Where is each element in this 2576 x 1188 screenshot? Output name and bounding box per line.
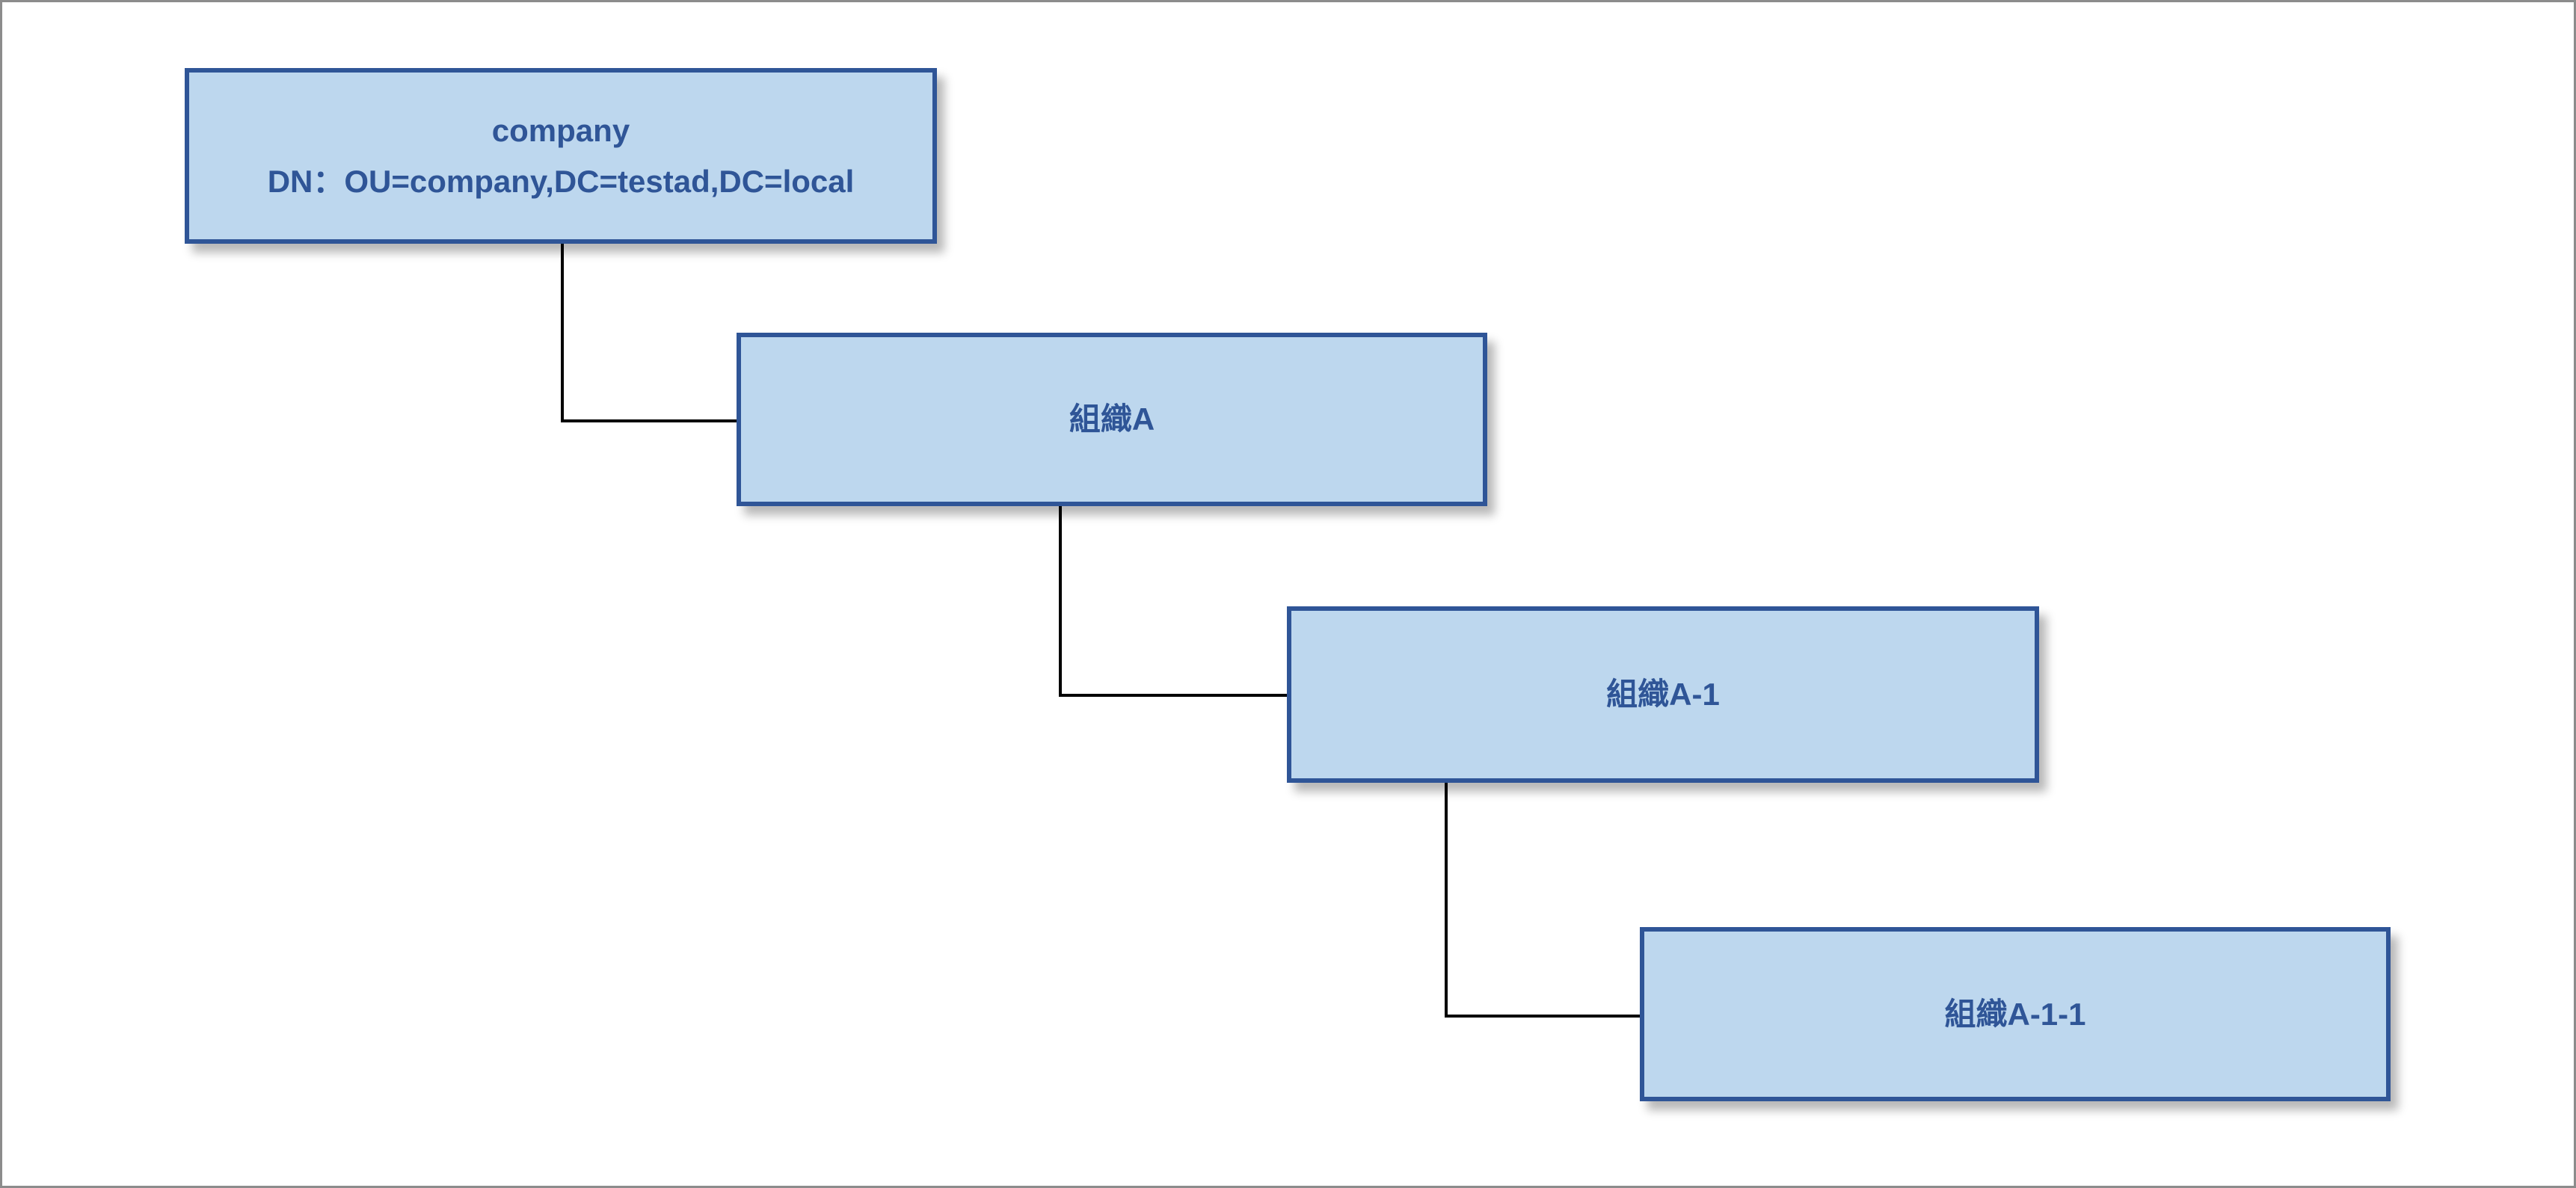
connector-a1-to-a11	[1445, 783, 1640, 1018]
node-company: company DN：OU=company,DC=testad,DC=local	[185, 68, 937, 244]
node-org-a: 組織A	[737, 333, 1487, 506]
node-title: 組織A-1	[1606, 677, 1720, 713]
node-title: company	[491, 113, 630, 149]
connector-a-to-a1	[1059, 506, 1287, 697]
connector-company-to-a	[561, 244, 737, 422]
node-title: 組織A-1-1	[1944, 996, 2086, 1032]
node-dn: DN：OU=company,DC=testad,DC=local	[267, 163, 855, 199]
node-title: 組織A	[1069, 401, 1155, 437]
node-org-a-1: 組織A-1	[1287, 606, 2039, 783]
node-org-a-1-1: 組織A-1-1	[1640, 927, 2391, 1101]
